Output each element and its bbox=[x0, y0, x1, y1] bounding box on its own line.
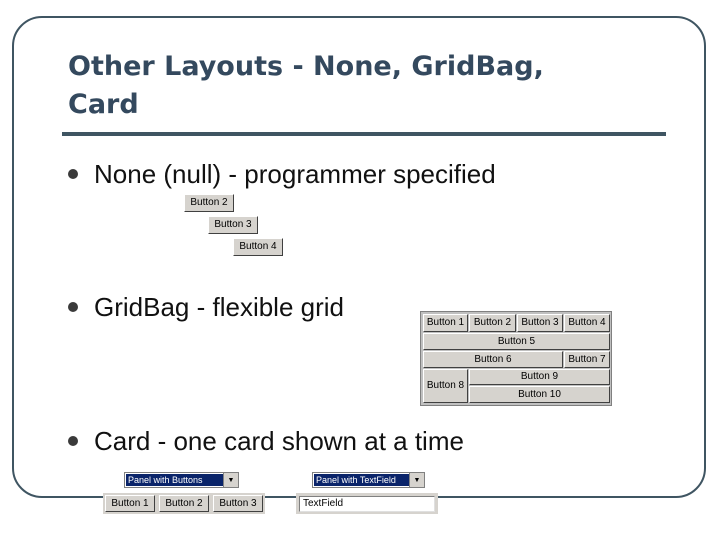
chevron-down-icon[interactable]: ▼ bbox=[223, 473, 238, 487]
null-layout-button-3[interactable]: Button 3 bbox=[208, 216, 258, 234]
bullet-dot-1 bbox=[68, 169, 78, 179]
gridbag-button-6[interactable]: Button 6 bbox=[423, 351, 563, 368]
chevron-down-icon[interactable]: ▼ bbox=[409, 473, 424, 487]
bullet-text-card-layout: Card - one card shown at a time bbox=[94, 426, 464, 456]
card-panel-textfield: TextField bbox=[296, 493, 438, 514]
gridbag-button-9[interactable]: Button 9 bbox=[469, 369, 610, 385]
gridbag-button-8[interactable]: Button 8 bbox=[423, 369, 468, 403]
null-layout-button-2[interactable]: Button 2 bbox=[184, 194, 234, 212]
gridbag-button-10[interactable]: Button 10 bbox=[469, 386, 610, 403]
slide-frame bbox=[12, 16, 706, 498]
bullet-dot-2 bbox=[68, 302, 78, 312]
gridbag-button-2[interactable]: Button 2 bbox=[469, 314, 516, 332]
title-line-2: Card bbox=[68, 89, 139, 120]
card-button-3[interactable]: Button 3 bbox=[213, 495, 263, 512]
null-layout-button-4[interactable]: Button 4 bbox=[233, 238, 283, 256]
combo-selected-value: Panel with TextField bbox=[314, 474, 410, 486]
title-line-1: Other Layouts - None, GridBag, bbox=[68, 51, 544, 82]
gridbag-button-3[interactable]: Button 3 bbox=[517, 314, 563, 332]
gridbag-button-4[interactable]: Button 4 bbox=[564, 314, 610, 332]
card-selector-combo-buttons[interactable]: Panel with Buttons ▼ bbox=[124, 472, 239, 488]
title-divider bbox=[62, 132, 666, 136]
gridbag-button-1[interactable]: Button 1 bbox=[423, 314, 468, 332]
card-selector-combo-textfield[interactable]: Panel with TextField ▼ bbox=[312, 472, 425, 488]
slide-title: Other Layouts - None, GridBag, Card bbox=[68, 48, 668, 124]
gridbag-panel: Button 1 Button 2 Button 3 Button 4 Butt… bbox=[420, 311, 612, 406]
bullet-dot-3 bbox=[68, 436, 78, 446]
gridbag-button-5[interactable]: Button 5 bbox=[423, 333, 610, 350]
bullet-text-null-layout: None (null) - programmer specified bbox=[94, 159, 496, 189]
bullet-text-gridbag: GridBag - flexible grid bbox=[94, 292, 344, 322]
card-button-2[interactable]: Button 2 bbox=[159, 495, 209, 512]
card-button-1[interactable]: Button 1 bbox=[105, 495, 155, 512]
card-panel-buttons: Button 1 Button 2 Button 3 bbox=[103, 493, 265, 514]
text-field[interactable]: TextField bbox=[299, 496, 435, 512]
combo-selected-value: Panel with Buttons bbox=[126, 474, 224, 486]
gridbag-button-7[interactable]: Button 7 bbox=[564, 351, 610, 368]
